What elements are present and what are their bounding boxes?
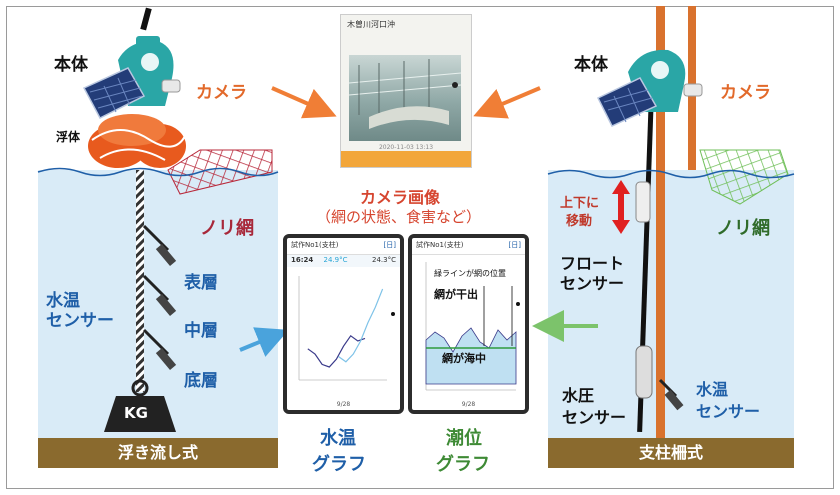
camera-image-title: 木曽川河口沖 — [347, 20, 395, 29]
tide-caption-2: グラフ — [436, 454, 490, 475]
camera-caption-2: （網の状態、食害など） — [316, 208, 482, 226]
float-sensor — [635, 181, 651, 223]
updown-label-1: 上下に — [560, 196, 600, 211]
tide-graph-screen: 試作No1(支柱) [日] 緑ラインが網の位置 網が干出 網が海中 9/28 — [408, 234, 529, 414]
float-sensor-label-2: センサー — [560, 274, 625, 293]
updown-label-2: 移動 — [566, 214, 593, 229]
right-device — [596, 49, 703, 127]
depth-surface-label: 表層 — [184, 273, 218, 293]
left-float-label: 浮体 — [56, 130, 81, 144]
right-camera-arrow — [473, 86, 541, 119]
right-camera-label: カメラ — [720, 83, 771, 103]
temp-caption-2: グラフ — [312, 454, 366, 475]
right-temp-sensor — [658, 378, 684, 411]
camera-photo — [349, 55, 461, 141]
left-camera-arrow — [271, 86, 337, 119]
camera-caption-1: カメラ画像 — [360, 188, 441, 207]
camera-footer-bar — [341, 151, 471, 167]
temp-graph-screen: 試作No1(支柱) [日] 16:24 24.3°C 24.9°C 9/28 — [283, 234, 404, 414]
right-footer: 支柱柵式 — [548, 438, 794, 468]
right-main-unit-label: 本体 — [574, 55, 608, 75]
left-camera-label: カメラ — [196, 83, 247, 103]
weight-label: KG — [124, 404, 148, 422]
depth-middle-label: 中層 — [184, 321, 218, 341]
left-graph-arrow — [239, 327, 289, 357]
tide-caption-1: 潮位 — [446, 428, 482, 449]
left-main-unit-label: 本体 — [54, 55, 88, 75]
left-footer: 浮き流し式 — [38, 438, 278, 468]
temp-series-water_temp_light — [338, 288, 384, 363]
right-nori-net-label: ノリ網 — [716, 218, 770, 239]
tide-legend-dot — [516, 302, 520, 306]
tide-screen-title-text: 試作No1(支柱) — [416, 241, 464, 249]
tide-screen-title: 試作No1(支柱) [日] — [412, 238, 525, 255]
tide-annotation-green: 緑ラインが網の位置 — [434, 268, 506, 279]
tide-chart — [425, 262, 520, 391]
updown-arrow-icon — [612, 180, 630, 234]
temp-time: 16:24 — [291, 256, 314, 264]
tide-area-series — [425, 327, 517, 385]
left-rope — [136, 170, 144, 392]
temp-chart — [298, 276, 395, 381]
temp-screen-title-text: 試作No1(支柱) — [291, 241, 339, 249]
pressure-sensor — [635, 345, 653, 399]
float-sensor-label-1: フロート — [560, 254, 625, 273]
left-nori-net-label: ノリ網 — [200, 218, 254, 239]
temp-screen-title: 試作No1(支柱) [日] — [287, 238, 400, 255]
temp-series-water_temp_dark — [307, 334, 366, 368]
temp-caption-1: 水温 — [320, 428, 356, 449]
temp-period-button[interactable]: [日] — [383, 241, 396, 249]
tide-annotation-dry: 網が干出 — [434, 288, 478, 301]
temp-readings: 16:24 24.3°C 24.9°C — [287, 255, 400, 267]
tide-x-label: 9/28 — [461, 401, 476, 408]
temp-x-label: 9/28 — [336, 401, 351, 408]
right-water-temp-label-1: 水温 — [696, 380, 729, 399]
left-float — [88, 114, 186, 168]
pressure-sensor-label-1: 水圧 — [562, 386, 595, 405]
right-water-temp-label-2: センサー — [696, 402, 761, 421]
tide-period-button[interactable]: [日] — [508, 241, 521, 249]
pressure-sensor-label-2: センサー — [562, 408, 627, 427]
temp-reading-2: 24.3°C — [372, 256, 396, 264]
left-device — [82, 7, 181, 119]
temp-legend-dot — [391, 312, 395, 316]
left-water-temp-label-1: 水温 — [46, 291, 80, 311]
left-water — [38, 170, 278, 438]
camera-timestamp: 2020-11-03 13:13 — [378, 144, 434, 151]
left-nori-net — [167, 149, 273, 195]
left-water-temp-label-2: センサー — [46, 311, 114, 331]
temp-reading-1: 24.9°C — [323, 256, 348, 264]
left-sensors — [142, 224, 177, 370]
tide-annotation-sea: 網が海中 — [442, 352, 486, 365]
weight-icon — [104, 379, 176, 432]
right-nori-net — [699, 149, 789, 205]
camera-image-panel: 木曽川河口沖 2020-11-03 13:13 — [340, 14, 472, 168]
depth-bottom-label: 底層 — [184, 371, 218, 391]
